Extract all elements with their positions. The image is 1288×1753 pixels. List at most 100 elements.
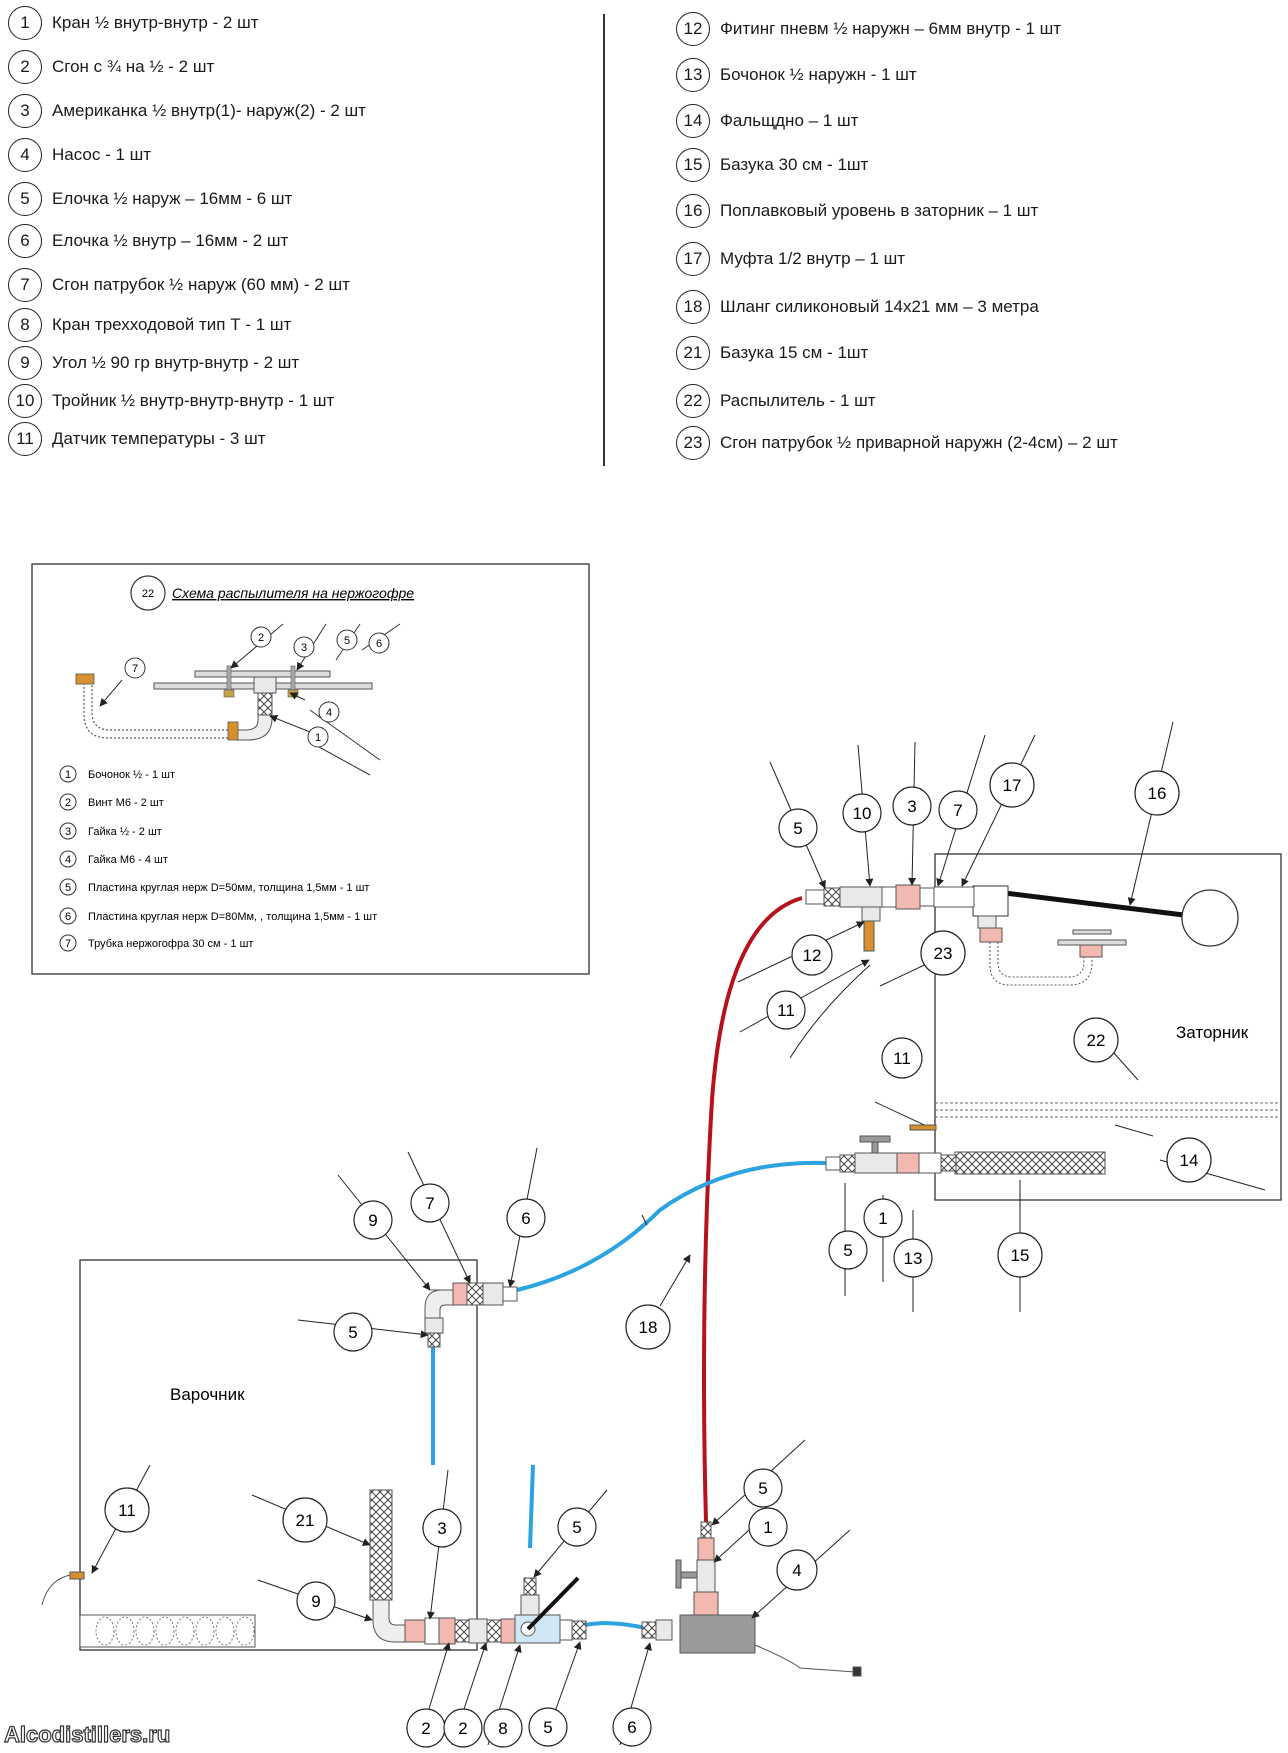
- callout-number: 5: [843, 1241, 852, 1260]
- callout-number: 13: [904, 1249, 923, 1268]
- part-item: 14 Фальщдно – 1 шт: [676, 104, 858, 138]
- inset-item-text: Винт М6 - 2 шт: [88, 797, 164, 809]
- inset-item-num: 5: [65, 882, 71, 894]
- callout-number: 9: [311, 1592, 320, 1611]
- boiler-label: Варочник: [170, 1385, 245, 1404]
- part-text: Тройник ½ внутр-внутр-внутр - 1 шт: [52, 391, 335, 410]
- inset-callout: 1: [315, 732, 321, 744]
- part-number: 16: [676, 194, 710, 228]
- callout-number: 1: [763, 1518, 772, 1537]
- callout-number: 4: [792, 1561, 801, 1580]
- callout-number: 11: [118, 1501, 136, 1520]
- parts-list: 1 Кран ½ внутр-внутр - 2 шт 2 Сгон с ¾ на …: [0, 0, 1288, 480]
- inset-item-text: Трубка нержогофра 30 см - 1 шт: [88, 938, 253, 950]
- part-number: 4: [8, 138, 42, 172]
- callout-number: 11: [777, 1001, 795, 1020]
- callout-number: 21: [296, 1511, 315, 1530]
- part-number: 1: [8, 6, 42, 40]
- sprayer-inset: 22 Схема распылителя на нержогофре: [31, 563, 590, 975]
- part-number: 7: [8, 268, 42, 302]
- callout-number: 8: [498, 1719, 507, 1738]
- inset-item-num: 4: [65, 854, 71, 866]
- inset-item-num: 1: [65, 769, 71, 781]
- part-item: 2 Сгон с ¾ на ½ - 2 шт: [8, 50, 214, 84]
- callout-number: 2: [458, 1719, 467, 1738]
- part-text: Шланг силиконовый 14х21 мм – 3 метра: [720, 297, 1039, 316]
- callout-number: 2: [421, 1719, 430, 1738]
- part-item: 4 Насос - 1 шт: [8, 138, 151, 172]
- fittings: [404, 884, 975, 1677]
- callout-number: 12: [803, 946, 822, 965]
- part-text: Поплавковый уровень в заторник – 1 шт: [720, 201, 1039, 220]
- part-item: 9 Угол ½ 90 гр внутр-внутр - 2 шт: [8, 346, 299, 380]
- callout-number: 23: [934, 944, 953, 963]
- callout-number: 22: [1087, 1031, 1106, 1050]
- part-text: Насос - 1 шт: [52, 145, 152, 164]
- callout-number: 9: [368, 1211, 377, 1230]
- callout-number: 7: [953, 801, 962, 820]
- inset-callout: 4: [326, 707, 332, 719]
- inset-item-text: Гайка ½ - 2 шт: [88, 826, 162, 838]
- part-number: 23: [676, 426, 710, 460]
- hoses: [431, 896, 827, 1630]
- part-item: 1 Кран ½ внутр-внутр - 2 шт: [8, 6, 259, 40]
- callout-number: 18: [639, 1318, 658, 1337]
- part-item: 5 Елочка ½ наруж – 16мм - 6 шт: [8, 182, 292, 216]
- callout-number: 10: [853, 804, 872, 823]
- part-number: 8: [8, 308, 42, 342]
- inset-callout: 5: [344, 635, 350, 647]
- callout-number: 1: [878, 1209, 887, 1228]
- part-number: 3: [8, 94, 42, 128]
- part-number: 11: [8, 422, 42, 456]
- inset-callout: 2: [258, 632, 264, 644]
- part-number: 2: [8, 50, 42, 84]
- callout-number: 5: [572, 1518, 581, 1537]
- part-text: Елочка ½ внутр – 16мм - 2 шт: [52, 231, 289, 250]
- callout-number: 5: [543, 1718, 552, 1737]
- callout-number: 6: [627, 1718, 636, 1737]
- part-text: Базука 15 см - 1шт: [720, 343, 869, 362]
- callout-labels: 5 10 3 7 17 16 12 23 11 11 22 14 1 5 13 …: [118, 776, 1198, 1738]
- part-number: 21: [676, 336, 710, 370]
- part-text: Кран ½ внутр-внутр - 2 шт: [52, 13, 259, 32]
- part-text: Базука 30 см - 1шт: [720, 155, 869, 174]
- part-text: Сгон патрубок ½ приварной наружн (2-4см)…: [720, 433, 1118, 452]
- part-text: Елочка ½ наруж – 16мм - 6 шт: [52, 189, 293, 208]
- inset-item-text: Пластина круглая нерж D=80Мм, , толщина …: [88, 911, 377, 923]
- callout-number: 16: [1148, 784, 1167, 803]
- callout-number: 14: [1180, 1151, 1199, 1170]
- inset-item-text: Бочонок ½ - 1 шт: [88, 769, 175, 781]
- callout-number: 5: [348, 1323, 357, 1342]
- callout-number: 3: [907, 797, 916, 816]
- watermark: Alcodistillers.ru: [4, 1722, 170, 1747]
- inset-item-num: 3: [65, 826, 71, 838]
- boiler-vessel: Варочник: [41, 1259, 478, 1651]
- part-item: 23 Сгон патрубок ½ приварной наружн (2-4с…: [676, 426, 1118, 460]
- part-item: 16 Поплавковый уровень в заторник – 1 шт: [676, 194, 1038, 228]
- inset-item-num: 7: [65, 938, 71, 950]
- inset-item-text: Гайка М6 - 4 шт: [88, 854, 168, 866]
- part-number: 17: [676, 242, 710, 276]
- part-number: 9: [8, 346, 42, 380]
- part-text: Фальщдно – 1 шт: [720, 111, 859, 130]
- part-text: Сгон с ¾ на ½ - 2 шт: [52, 57, 215, 76]
- inset-item-num: 6: [65, 911, 71, 923]
- part-number: 14: [676, 104, 710, 138]
- inset-title: Схема распылителя на нержогофре: [172, 585, 414, 601]
- callout-number: 6: [521, 1209, 530, 1228]
- part-number: 5: [8, 182, 42, 216]
- part-number: 15: [676, 148, 710, 182]
- masher-label: Заторник: [1176, 1023, 1249, 1042]
- part-item: 21 Базука 15 см - 1шт: [676, 336, 868, 370]
- inset-badge: 22: [142, 588, 154, 600]
- part-text: Угол ½ 90 гр внутр-внутр - 2 шт: [52, 353, 300, 372]
